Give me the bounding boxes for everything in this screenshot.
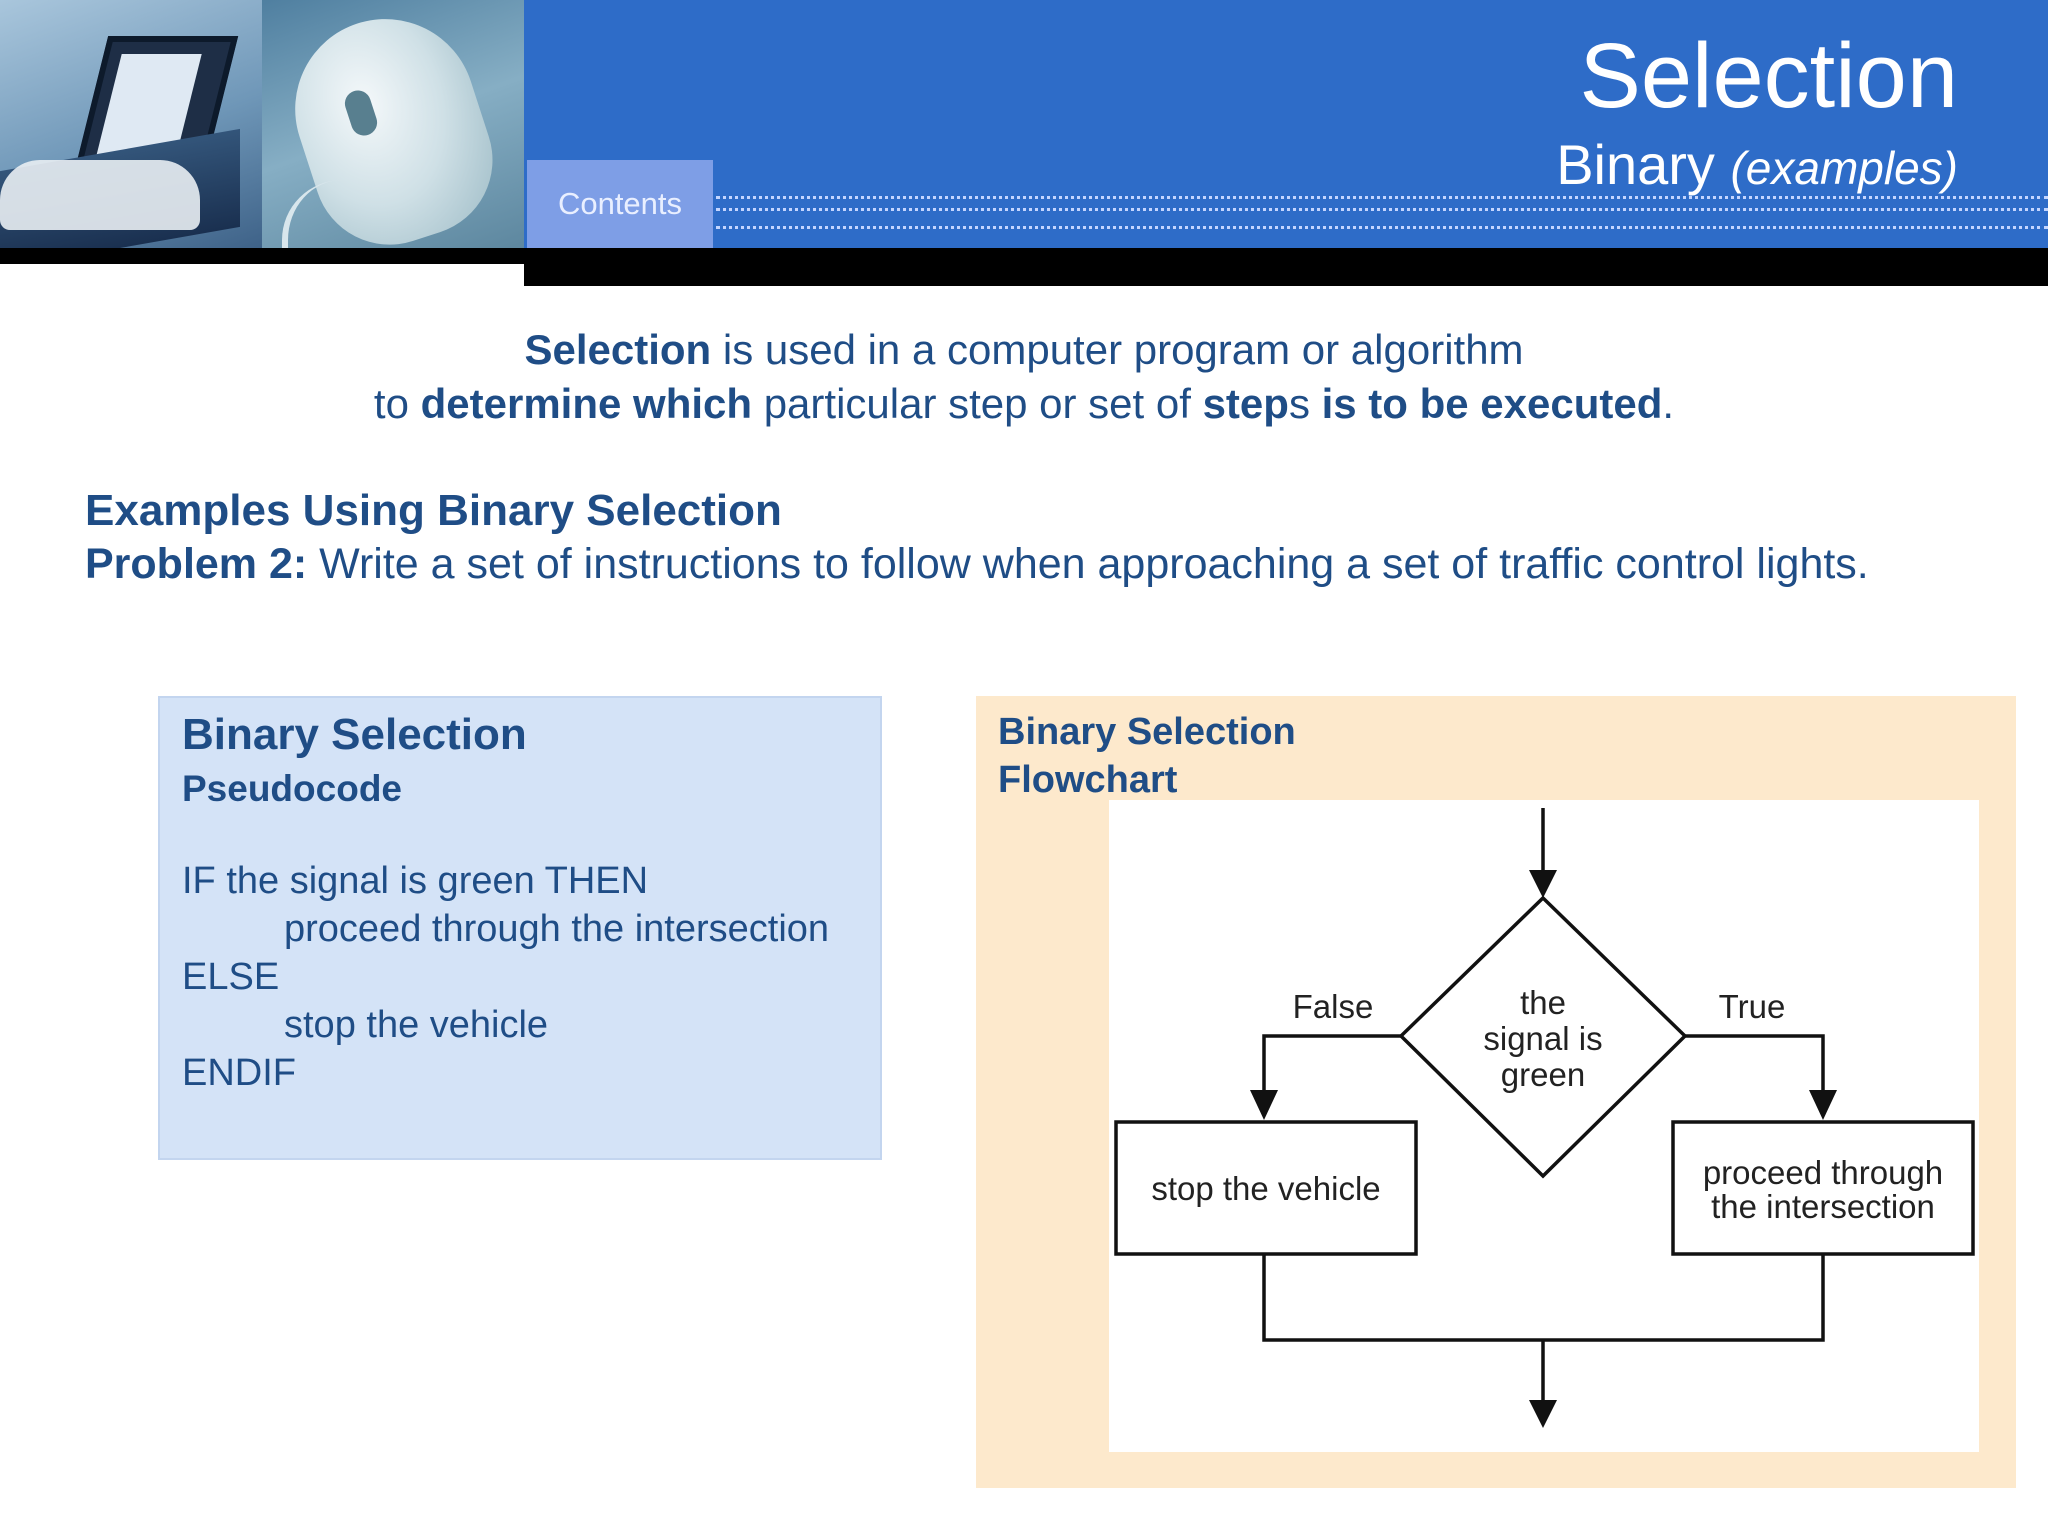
code-line-if: IF the signal is green THEN [182,860,649,902]
laptop-photo [0,0,262,248]
intro-keyword-selection: Selection [524,326,712,373]
code-line-stop: stop the vehicle [284,1004,549,1046]
dotted-divider-2 [716,208,2048,211]
stop-box-text: stop the vehicle [1151,1170,1380,1207]
code-line-else: ELSE [182,956,280,998]
header-banner [524,0,2048,248]
intro-keyword-step: step [1202,380,1289,427]
true-branch-line [1685,1034,1825,1090]
pseudocode-subtitle: Pseudocode [182,768,402,809]
flowchart-canvas: the signal is green False True stop the … [1109,800,1979,1452]
problem-statement: Problem 2: Write a set of instructions t… [85,540,1869,589]
decision-text-3: green [1501,1056,1585,1093]
header-black-bar-left [0,248,524,264]
subtitle-italic: (examples) [1730,142,1958,194]
proceed-box-text-2: the intersection [1711,1188,1935,1225]
problem-label: Problem 2: [85,540,308,588]
intro-line-2: to determine which particular step or se… [0,380,2048,428]
merge-line [1262,1254,1825,1342]
dotted-divider-3 [716,226,2048,229]
intro-keyword-executed: is to be executed [1321,380,1663,427]
code-line-endif: ENDIF [182,1052,296,1094]
intro-line-1-rest: is used in a computer program or algorit… [711,326,1524,373]
proceed-box-text-1: proceed through [1703,1154,1943,1191]
intro-line-2-a: to [373,380,421,427]
false-arrowhead [1250,1090,1278,1120]
proceed-box [1671,1120,1975,1256]
subtitle-main: Binary [1556,133,1715,196]
header-black-bar [524,248,2048,286]
examples-heading: Examples Using Binary Selection [85,486,782,535]
mouse-cord [282,180,408,248]
flowchart-diagram: the signal is green False True stop the … [1114,808,1975,1428]
intro-line-2-g: . [1662,380,1675,427]
pseudocode-panel: Binary Selection Pseudocode IF the signa… [158,696,882,1160]
true-label: True [1719,988,1786,1025]
code-line-proceed: proceed through the intersection [284,908,830,950]
pseudocode-title: Binary Selection [182,710,527,759]
entry-arrowhead [1529,870,1557,898]
intro-line-1: Selection is used in a computer program … [0,326,2048,374]
stop-box [1114,1120,1418,1256]
decision-text-1: the [1520,984,1566,1021]
flowchart-title-line-1: Binary Selection [998,711,1296,753]
intro-keyword-determine: determine which [420,380,753,427]
intro-line-2-e: s [1288,380,1322,427]
decision-text-2: signal is [1483,1020,1602,1057]
laptop-hand [0,160,200,230]
mouse-photo [262,0,524,248]
slide-title: Selection [1579,25,1958,127]
false-branch-line [1262,1034,1401,1090]
header-photo [0,0,524,248]
exit-arrowhead [1529,1400,1557,1428]
false-label: False [1293,988,1374,1025]
problem-text: Write a set of instructions to follow wh… [307,540,1869,588]
slide-subtitle: Binary (examples) [1556,132,1958,197]
dotted-divider-1 [716,196,2048,199]
decision-diamond [1398,895,1688,1179]
flowchart-title-line-2: Flowchart [998,759,1178,801]
contents-tab[interactable]: Contents [527,160,713,248]
true-arrowhead [1809,1090,1837,1120]
intro-line-2-c: particular step or set of [752,380,1203,427]
contents-tab-label: Contents [557,186,683,221]
